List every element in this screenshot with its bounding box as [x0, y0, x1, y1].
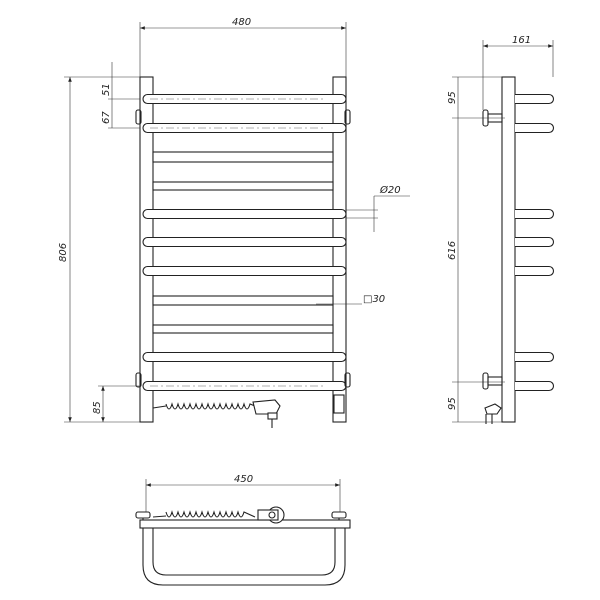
side-bar	[515, 380, 555, 392]
heating-cable	[152, 399, 281, 428]
round-bar	[142, 122, 347, 134]
square-bar	[152, 295, 334, 306]
round-bar	[142, 351, 347, 363]
left-post	[139, 76, 154, 423]
round-bars	[142, 93, 347, 392]
round-bar-dim: Ø20	[379, 184, 401, 196]
mount-plate	[139, 519, 351, 529]
top-mount-dim: 95	[447, 91, 458, 104]
top-offset-dim: 51	[101, 83, 112, 96]
square-bar	[152, 151, 334, 163]
mount-spacing-dim: 616	[447, 241, 458, 260]
round-bar	[142, 380, 347, 392]
depth-dim-161: 161	[512, 35, 531, 46]
square-bar	[152, 181, 334, 191]
rail-outline	[142, 528, 346, 586]
side-bar	[515, 236, 555, 248]
side-bar	[515, 122, 555, 134]
round-bar	[142, 236, 347, 248]
right-post	[332, 76, 347, 423]
height-dim-806: 806	[58, 243, 69, 262]
square-bar-dim: □30	[363, 294, 385, 305]
top-view: 450	[135, 474, 351, 586]
side-bar	[515, 208, 555, 220]
width-dim-450: 450	[234, 474, 253, 485]
bottom-offset-dim: 85	[92, 401, 103, 414]
side-bar	[515, 351, 555, 363]
width-dim-480: 480	[232, 17, 251, 28]
side-bar	[515, 265, 555, 277]
round-bar	[142, 208, 347, 220]
bottom-mount	[482, 372, 489, 390]
square-bar	[152, 324, 334, 334]
heater-box	[333, 394, 345, 414]
square-bars	[152, 151, 334, 334]
bottom-mount-dim: 95	[447, 397, 458, 410]
side-bar	[515, 93, 555, 105]
side-view: 161 95 616 95	[447, 35, 555, 424]
side-bars	[515, 93, 555, 392]
round-bar	[142, 93, 347, 105]
top-spacing-dim: 67	[101, 111, 112, 124]
side-frame	[501, 76, 516, 423]
round-bar	[142, 265, 347, 277]
front-view: 480 806 51 67 85 Ø20 □30	[58, 17, 410, 428]
